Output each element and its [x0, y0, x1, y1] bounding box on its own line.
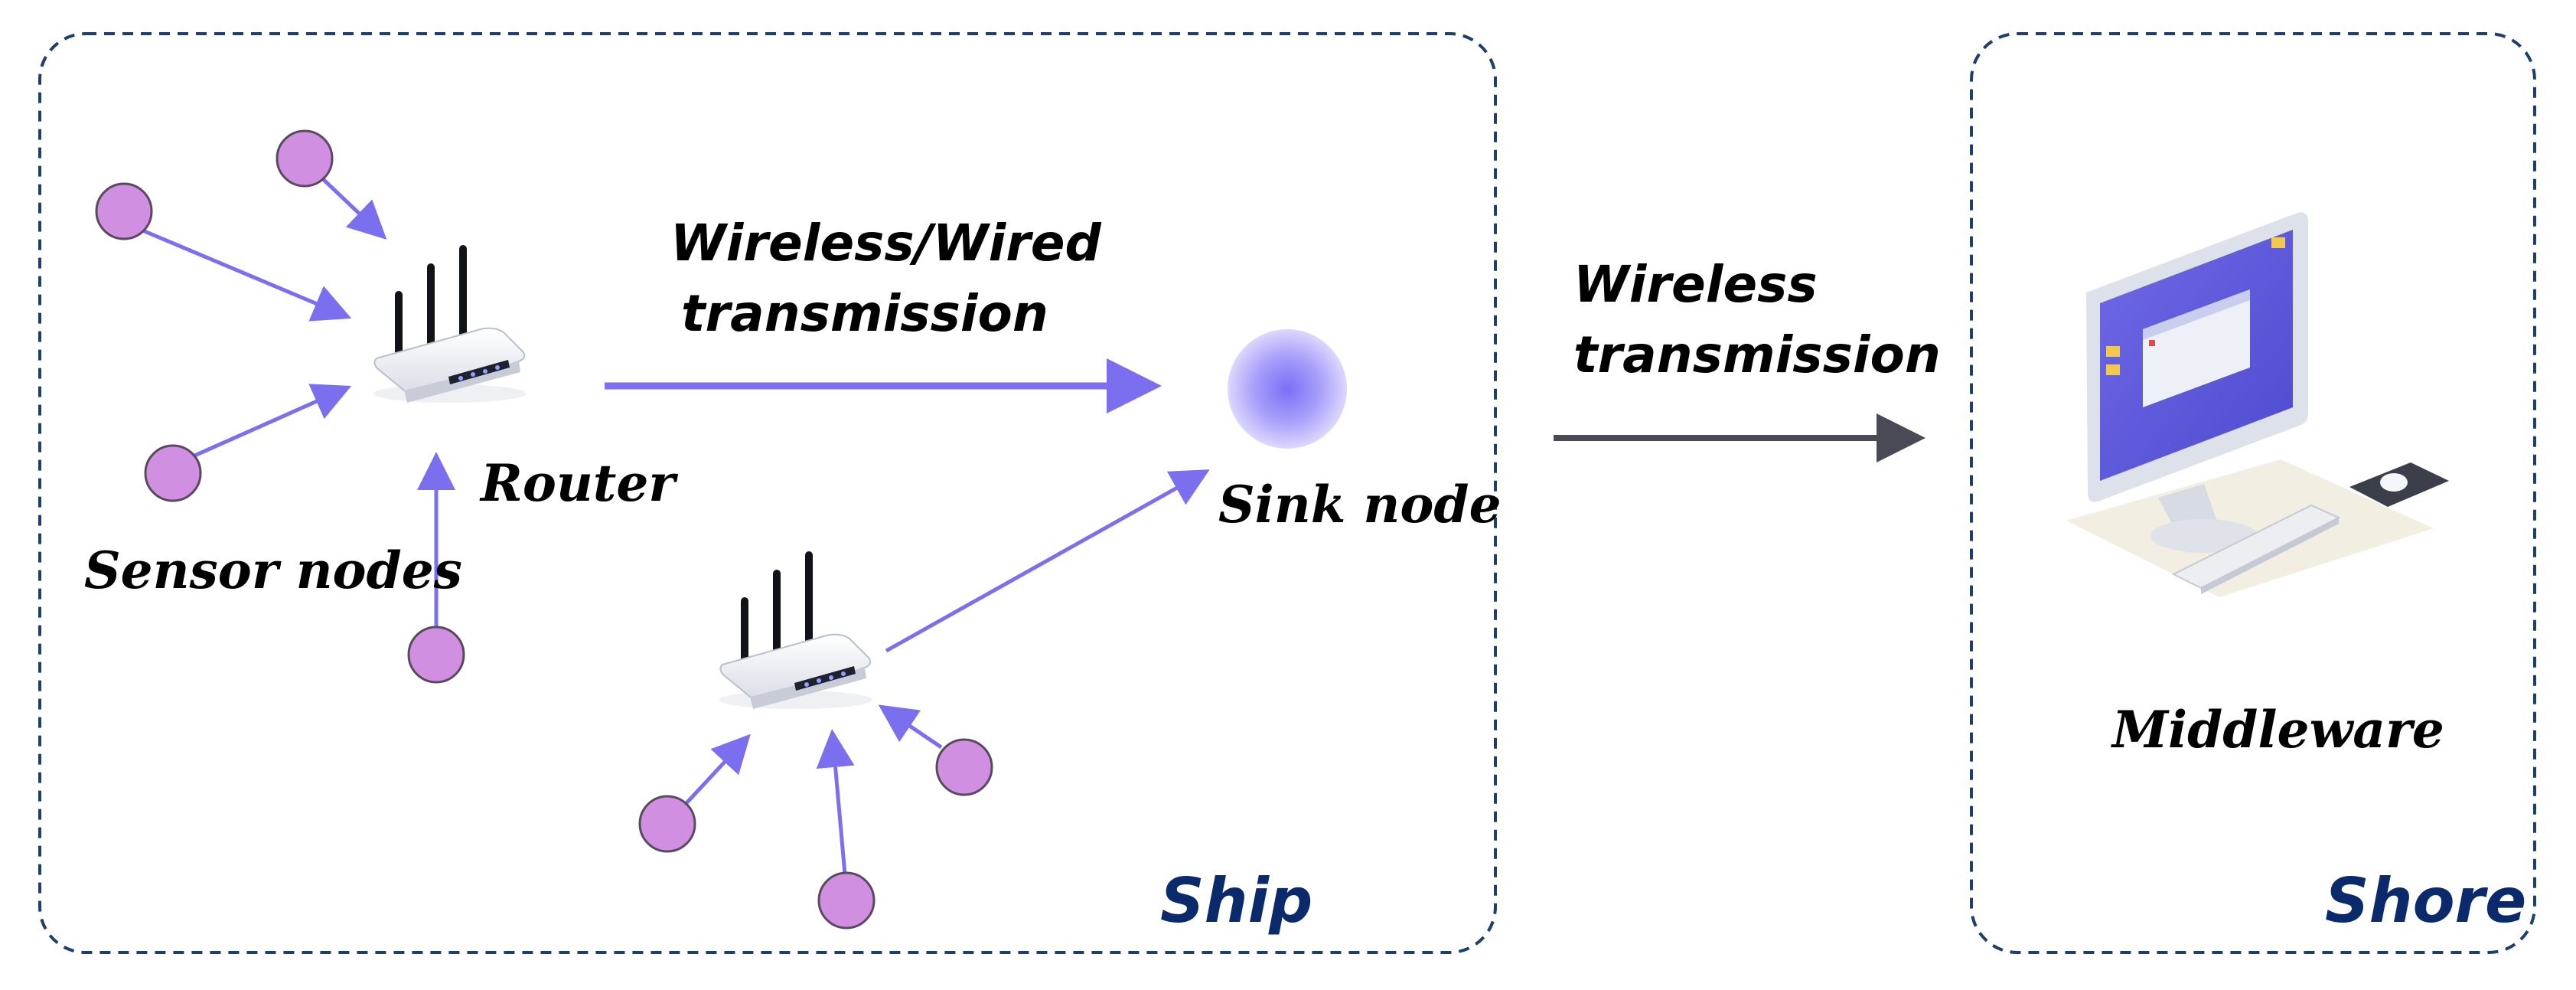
sensor-node [638, 795, 696, 853]
sensor-node [95, 182, 153, 240]
arrow-router2-to-sink [885, 469, 1210, 653]
sensor-node [407, 626, 465, 684]
arrow-sensor-1 [320, 176, 387, 240]
wifi-router-icon [373, 244, 527, 404]
desktop-computer-icon [2066, 212, 2449, 597]
sensor-node [817, 871, 876, 930]
sensor-arrows-router-1 [140, 176, 455, 629]
label-sensor-nodes: Sensor nodes [84, 541, 462, 600]
wifi-router-icon [719, 551, 873, 710]
sink-node-icon [1228, 329, 1347, 449]
sensor-arrows-router-2 [683, 704, 943, 875]
label-wireless-wired-line1: Wireless/Wired [670, 214, 1102, 273]
arrow-sensor-2 [140, 227, 352, 322]
label-sink-node: Sink node [1218, 475, 1502, 534]
shore-region [1970, 32, 2536, 954]
label-wireless-line2: transmission [1573, 325, 1941, 384]
arrow-sensor-3 [191, 384, 352, 459]
sensor-node [935, 738, 993, 796]
label-wireless-line1: Wireless [1573, 255, 1818, 314]
sensor-node [144, 444, 202, 502]
label-ship: Ship [1160, 865, 1312, 936]
label-shore: Shore [2325, 865, 2526, 936]
arrow-sensor-6 [816, 729, 855, 875]
sensor-nodes [95, 129, 993, 930]
ship-region [38, 32, 1497, 954]
arrow-sensor-5 [683, 734, 751, 807]
label-wireless-wired-line2: transmission [681, 284, 1048, 343]
label-router: Router [479, 453, 678, 513]
label-middleware: Middleware [2111, 700, 2444, 760]
arrow-sensor-7 [878, 704, 943, 750]
sensor-node [276, 129, 334, 188]
